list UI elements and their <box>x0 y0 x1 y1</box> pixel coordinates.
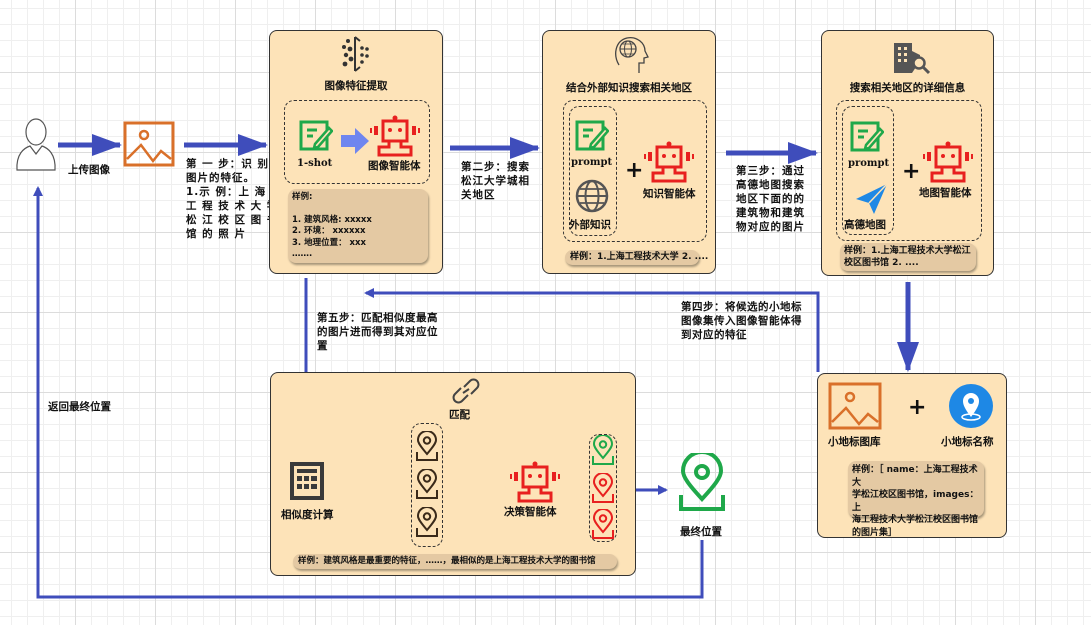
ranked-location-icon <box>591 472 615 509</box>
panel1-sample: 样例: 1. 建筑风格: xxxxx 2. 环境： xxxxxx 3. 地理位置… <box>288 189 428 263</box>
best-match-location-icon <box>591 434 615 471</box>
panel2-sample: 样例：1.上海工程技术大学 2. .... <box>565 250 708 265</box>
feature-extraction-icon <box>340 35 372 73</box>
upload-label: 上传图像 <box>68 164 110 176</box>
calculator-icon <box>289 461 325 501</box>
panel1-title: 图像特征提取 <box>324 80 388 92</box>
ranked-location-icon <box>591 508 615 545</box>
panel5-sample: 样例：建筑风格是最重要的特征，……，最相似的是上海工程技术大学的图书馆 <box>293 554 617 569</box>
image-agent-label: 图像智能体 <box>368 160 421 172</box>
map-agent-label: 地图智能体 <box>919 187 972 199</box>
panel3-inner-dashed <box>842 106 894 235</box>
link-icon <box>451 377 481 405</box>
panel-knowledge-search: 结合外部知识搜索相关地区 prompt 外部知识 + 知识智 <box>542 30 716 274</box>
gaode-map-label: 高德地图 <box>844 219 886 231</box>
image-agent-icon <box>369 115 421 159</box>
gaode-map-icon <box>854 183 888 215</box>
uploaded-image-icon[interactable] <box>123 121 175 167</box>
decision-agent-icon <box>509 461 561 505</box>
plus-icon: + <box>902 159 921 184</box>
landmark-gallery-icon <box>828 382 882 430</box>
candidate-location-icon <box>415 468 439 505</box>
step5-text: 第五步：匹配相似度最高的图片进而得到其对应位置 <box>317 312 438 352</box>
panel3-sample: 样例：1.上海工程技术大学松江 校区图书馆 2. .... <box>840 243 976 271</box>
final-position-label: 最终位置 <box>680 526 722 538</box>
panel2-inner-dashed <box>569 106 617 236</box>
prompt-edit-icon <box>575 120 610 152</box>
step4-text: 第四步：将候选的小地标图像集传入图像智能体得到对应的特征 <box>681 301 802 341</box>
plus-icon: + <box>625 158 644 183</box>
similarity-calc-label: 相似度计算 <box>281 509 334 521</box>
final-location-icon <box>677 450 727 515</box>
step1-text: 第 一 步：识 别图片的特征。1.示 例：上 海 工 程 技 术 大 学松 江 … <box>186 158 279 240</box>
knowledge-agent-label: 知识智能体 <box>643 188 696 200</box>
prompt-edit-icon <box>850 121 885 153</box>
one-shot-label: 1-shot <box>297 158 333 169</box>
panel-detail-search: 搜索相关地区的详细信息 prompt 高德地图 + 地图智能体 样例：1.上海工… <box>821 30 994 276</box>
edit-icon <box>299 120 334 152</box>
panel-matching: 匹配 相似度计算 决策智能体 样例：建筑风格是最重要的特征，……，最相似的是上海… <box>270 372 636 576</box>
panel4-sample: 样例：［ name：上海工程技术大 学松江校区图书馆，images：上 海工程技… <box>848 461 984 538</box>
candidate-location-icon <box>415 506 439 543</box>
decision-agent-label: 决策智能体 <box>504 506 557 518</box>
matching-title: 匹配 <box>449 409 470 421</box>
panel-feature-extraction: 图像特征提取 1-shot 图像智能体 样例: 1. 建筑风格: xxxxx 2… <box>269 30 443 274</box>
return-label: 返回最终位置 <box>48 401 111 413</box>
panel-landmark-gallery: 小地标图库 + 小地标名称 样例：［ name：上海工程技术大 学松江校区图书馆… <box>817 373 1007 538</box>
map-agent-icon <box>922 141 974 185</box>
landmark-gallery-label: 小地标图库 <box>828 436 881 448</box>
user-icon <box>14 116 58 172</box>
candidate-location-icon <box>415 430 439 467</box>
candidate-group <box>411 423 443 547</box>
panel1-dashed-group <box>284 100 430 184</box>
landmark-name-label: 小地标名称 <box>941 436 994 448</box>
right-arrow-icon <box>341 128 369 154</box>
building-search-icon <box>892 41 931 75</box>
location-pin-icon <box>948 383 994 429</box>
panel3-outer-dashed <box>836 100 982 241</box>
globe-icon <box>575 179 609 213</box>
prompt-label: prompt <box>848 158 890 169</box>
step3-text: 第三步：通过高德地图搜索地区下面的的 建筑物和建筑物对应的图片 <box>736 165 805 233</box>
knowledge-agent-icon <box>643 141 695 185</box>
step2-text: 第二步：搜索松江大学城相关地区 <box>461 161 530 201</box>
panel2-title: 结合外部知识搜索相关地区 <box>566 82 692 94</box>
prompt-label: prompt <box>571 157 613 168</box>
panel3-title: 搜索相关地区的详细信息 <box>849 82 966 94</box>
plus-icon: + <box>908 395 927 420</box>
head-globe-icon <box>613 35 649 75</box>
panel2-outer-dashed <box>563 100 707 242</box>
external-knowledge-label: 外部知识 <box>569 219 611 231</box>
